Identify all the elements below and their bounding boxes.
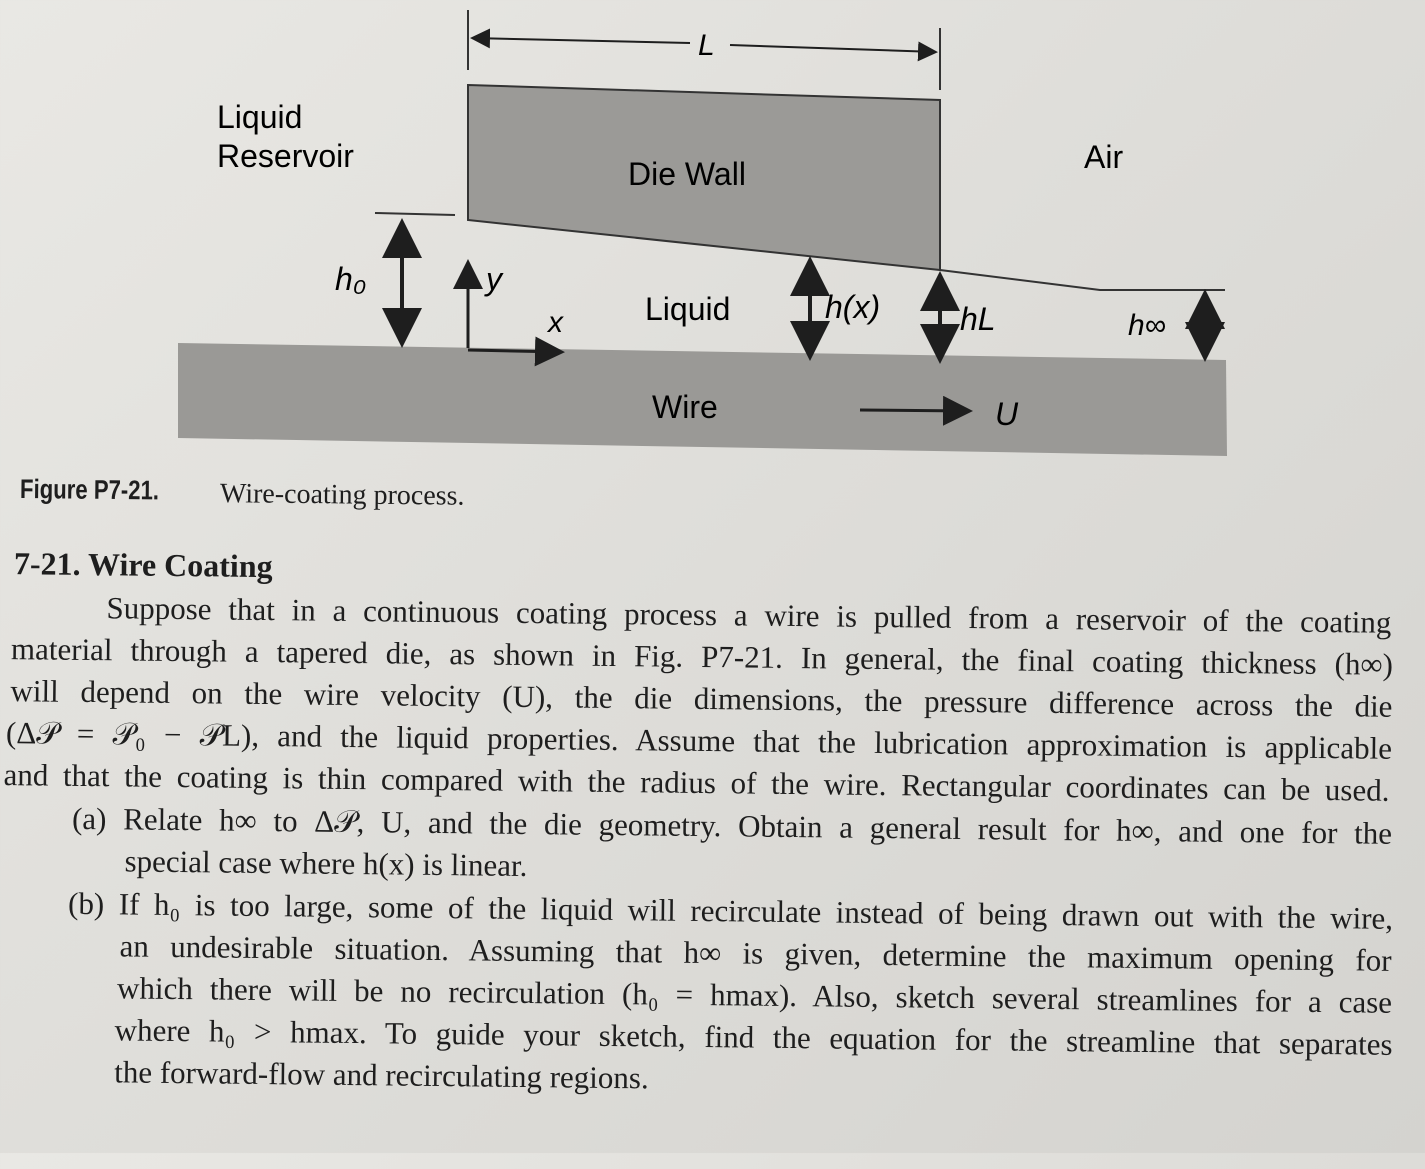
reservoir-label: Liquid (217, 99, 302, 135)
length-dimension-left-arrow (470, 28, 691, 49)
hx-label: h(x) (825, 289, 880, 325)
free-surface-line (939, 269, 1225, 291)
reservoir-label-2: Reservoir (217, 138, 354, 174)
wire-label: Wire (652, 389, 718, 425)
part-a-line: special case where h(x) is linear. (124, 843, 528, 884)
length-dimension-right-arrow (729, 41, 938, 62)
hinf-label: h∞ (1128, 309, 1166, 342)
die-wall-label: Die Wall (628, 156, 746, 192)
part-b-line: which there will be no recirculation (h₀… (116, 970, 1393, 1020)
intro-line: Suppose that in a continuous coating pro… (106, 590, 1392, 640)
problem-heading: 7-21. Wire Coating (13, 545, 273, 585)
velocity-arrow (859, 395, 973, 426)
part-b-line: an undesirable situation. Assuming that … (119, 928, 1392, 978)
y-axis-label: y (484, 261, 504, 297)
length-label: L (698, 29, 715, 62)
hL-label: hL (960, 301, 996, 337)
wire-coating-diagram: L Liquid Reservoir Die Wall Air h₀ y x L… (178, 10, 1227, 456)
x-axis-arrow (467, 336, 565, 367)
h0-label: h₀ (335, 261, 366, 297)
part-b-line: where h₀ > hmax. To guide your sketch, f… (114, 1012, 1393, 1062)
velocity-label: U (995, 396, 1019, 432)
air-label: Air (1084, 139, 1123, 175)
liquid-label: Liquid (645, 291, 730, 327)
x-axis-label: x (546, 306, 564, 339)
part-b-line: the forward-flow and recirculating regio… (114, 1054, 649, 1096)
wire-shape (178, 343, 1227, 456)
